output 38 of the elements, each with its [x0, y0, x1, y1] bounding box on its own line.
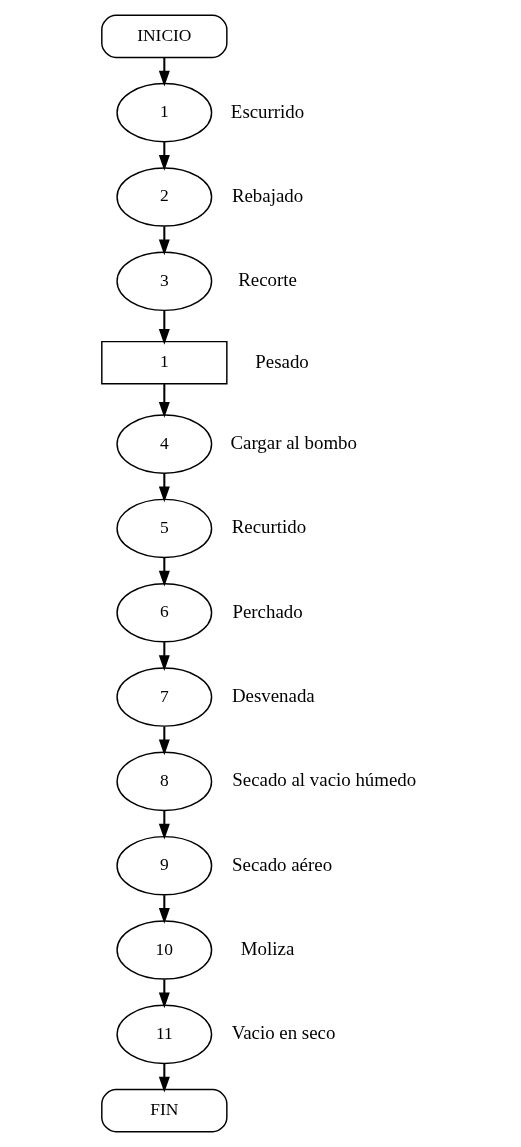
node-ellipse: 9: [115, 835, 212, 896]
arrow: [158, 810, 170, 840]
node-label: Vacio en seco: [231, 1022, 335, 1044]
node-ellipse: 10: [115, 920, 212, 980]
arrow: [158, 142, 170, 171]
node-label: Recurtido: [231, 516, 306, 538]
node-label: Desvenada: [231, 685, 315, 707]
node-ellipse: 3: [115, 251, 212, 312]
node-box: 1: [100, 340, 228, 385]
node-ellipse: 8: [115, 751, 212, 812]
arrow: [158, 310, 170, 345]
node-label: Cargar al bombo: [229, 432, 357, 454]
arrow: [158, 226, 170, 256]
node-box: INICIO: [100, 14, 228, 59]
node-label: Perchado: [231, 600, 303, 622]
node-ellipse: 2: [115, 167, 212, 227]
node-ellipse: 5: [115, 498, 212, 559]
arrow: [158, 384, 170, 418]
node-box: FIN: [100, 1088, 228, 1133]
arrow: [158, 895, 170, 924]
arrow: [158, 473, 170, 503]
node-ellipse: 7: [115, 667, 212, 727]
node-label: Secado al vacio húmedo: [231, 769, 416, 791]
arrow: [158, 57, 170, 87]
arrow: [158, 1063, 170, 1093]
node-label: Escurrido: [230, 100, 304, 122]
node-label: Pesado: [254, 350, 309, 372]
node-label: Rebajado: [231, 184, 303, 206]
arrow: [158, 979, 170, 1009]
arrow: [158, 557, 170, 587]
arrow: [158, 642, 170, 671]
node-label: Recorte: [237, 269, 297, 291]
node-label: Moliza: [240, 937, 294, 959]
node-ellipse: 6: [115, 582, 212, 643]
node-label: Secado aéreo: [231, 853, 332, 875]
node-ellipse: 1: [115, 82, 212, 143]
node-ellipse: 11: [115, 1004, 212, 1065]
node-ellipse: 4: [115, 414, 212, 474]
